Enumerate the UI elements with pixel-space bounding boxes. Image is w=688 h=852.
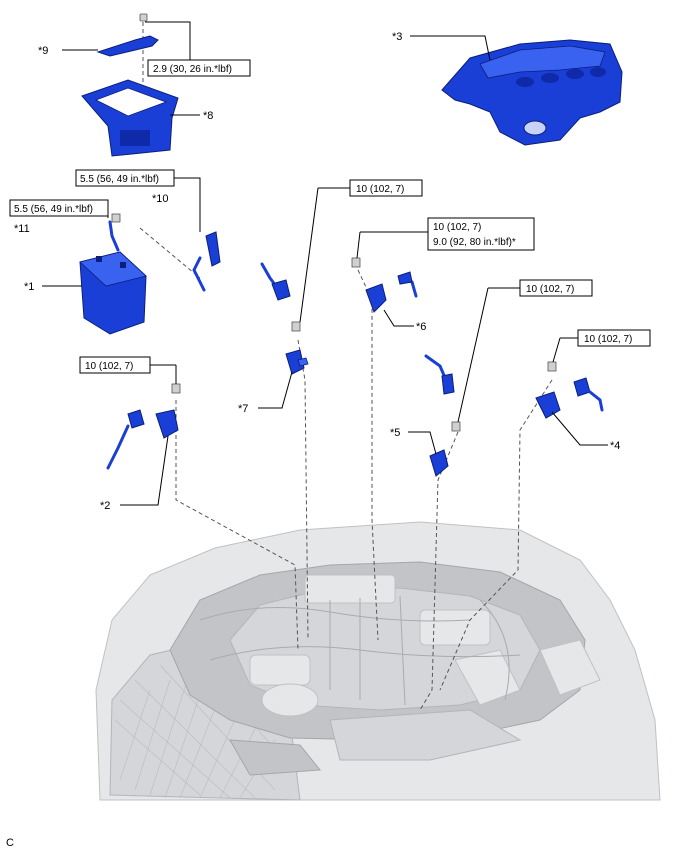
torque-cover-bolt: 2.9 (30, 26 in.*lbf) bbox=[153, 64, 232, 75]
torque-bolt-6-a: 10 (102, 7) bbox=[433, 222, 481, 233]
battery-tray-part bbox=[81, 79, 179, 157]
torque-bolt-7: 10 (102, 7) bbox=[356, 184, 404, 195]
sensor-7-part bbox=[260, 262, 309, 375]
sensor-5-part bbox=[424, 354, 461, 477]
callout-9: *9 bbox=[38, 45, 48, 57]
assembly-lines bbox=[139, 22, 553, 711]
callout-10: *10 bbox=[152, 193, 169, 205]
callout-6: *6 bbox=[416, 321, 426, 333]
callout-3: *3 bbox=[392, 31, 402, 43]
leader-lines bbox=[42, 21, 608, 506]
callout-labels: *9 *8 *3 *10 *11 *1 *6 *7 *5 *4 *2 bbox=[14, 31, 620, 512]
positive-terminal-part bbox=[192, 231, 221, 292]
battery-part bbox=[79, 213, 147, 335]
sensor-4-part bbox=[535, 361, 604, 419]
torque-positive-terminal: 5.5 (56, 49 in.*lbf) bbox=[80, 174, 159, 185]
callout-2: *2 bbox=[100, 500, 110, 512]
callout-1: *1 bbox=[24, 281, 34, 293]
torque-boxes: 2.9 (30, 26 in.*lbf) 5.5 (56, 49 in.*lbf… bbox=[9, 59, 651, 374]
sensor-2-part bbox=[106, 383, 181, 470]
callout-5: *5 bbox=[390, 427, 400, 439]
torque-negative-terminal: 5.5 (56, 49 in.*lbf) bbox=[14, 204, 93, 215]
engine-bay-illustration bbox=[95, 521, 661, 801]
callout-7: *7 bbox=[238, 403, 248, 415]
torque-bolt-4: 10 (102, 7) bbox=[584, 334, 632, 345]
torque-bolt-6-b: 9.0 (92, 80 in.*lbf)* bbox=[433, 237, 516, 248]
torque-bolt-2: 10 (102, 7) bbox=[85, 361, 133, 372]
figure-code: C bbox=[6, 837, 14, 849]
engine-cover-part bbox=[441, 39, 623, 146]
callout-11: *11 bbox=[14, 223, 30, 235]
callout-4: *4 bbox=[610, 440, 620, 452]
callout-8: *8 bbox=[203, 110, 213, 122]
sensor-6-part bbox=[351, 257, 418, 313]
torque-bolt-5: 10 (102, 7) bbox=[526, 284, 574, 295]
battery-clamp-part bbox=[96, 13, 159, 57]
